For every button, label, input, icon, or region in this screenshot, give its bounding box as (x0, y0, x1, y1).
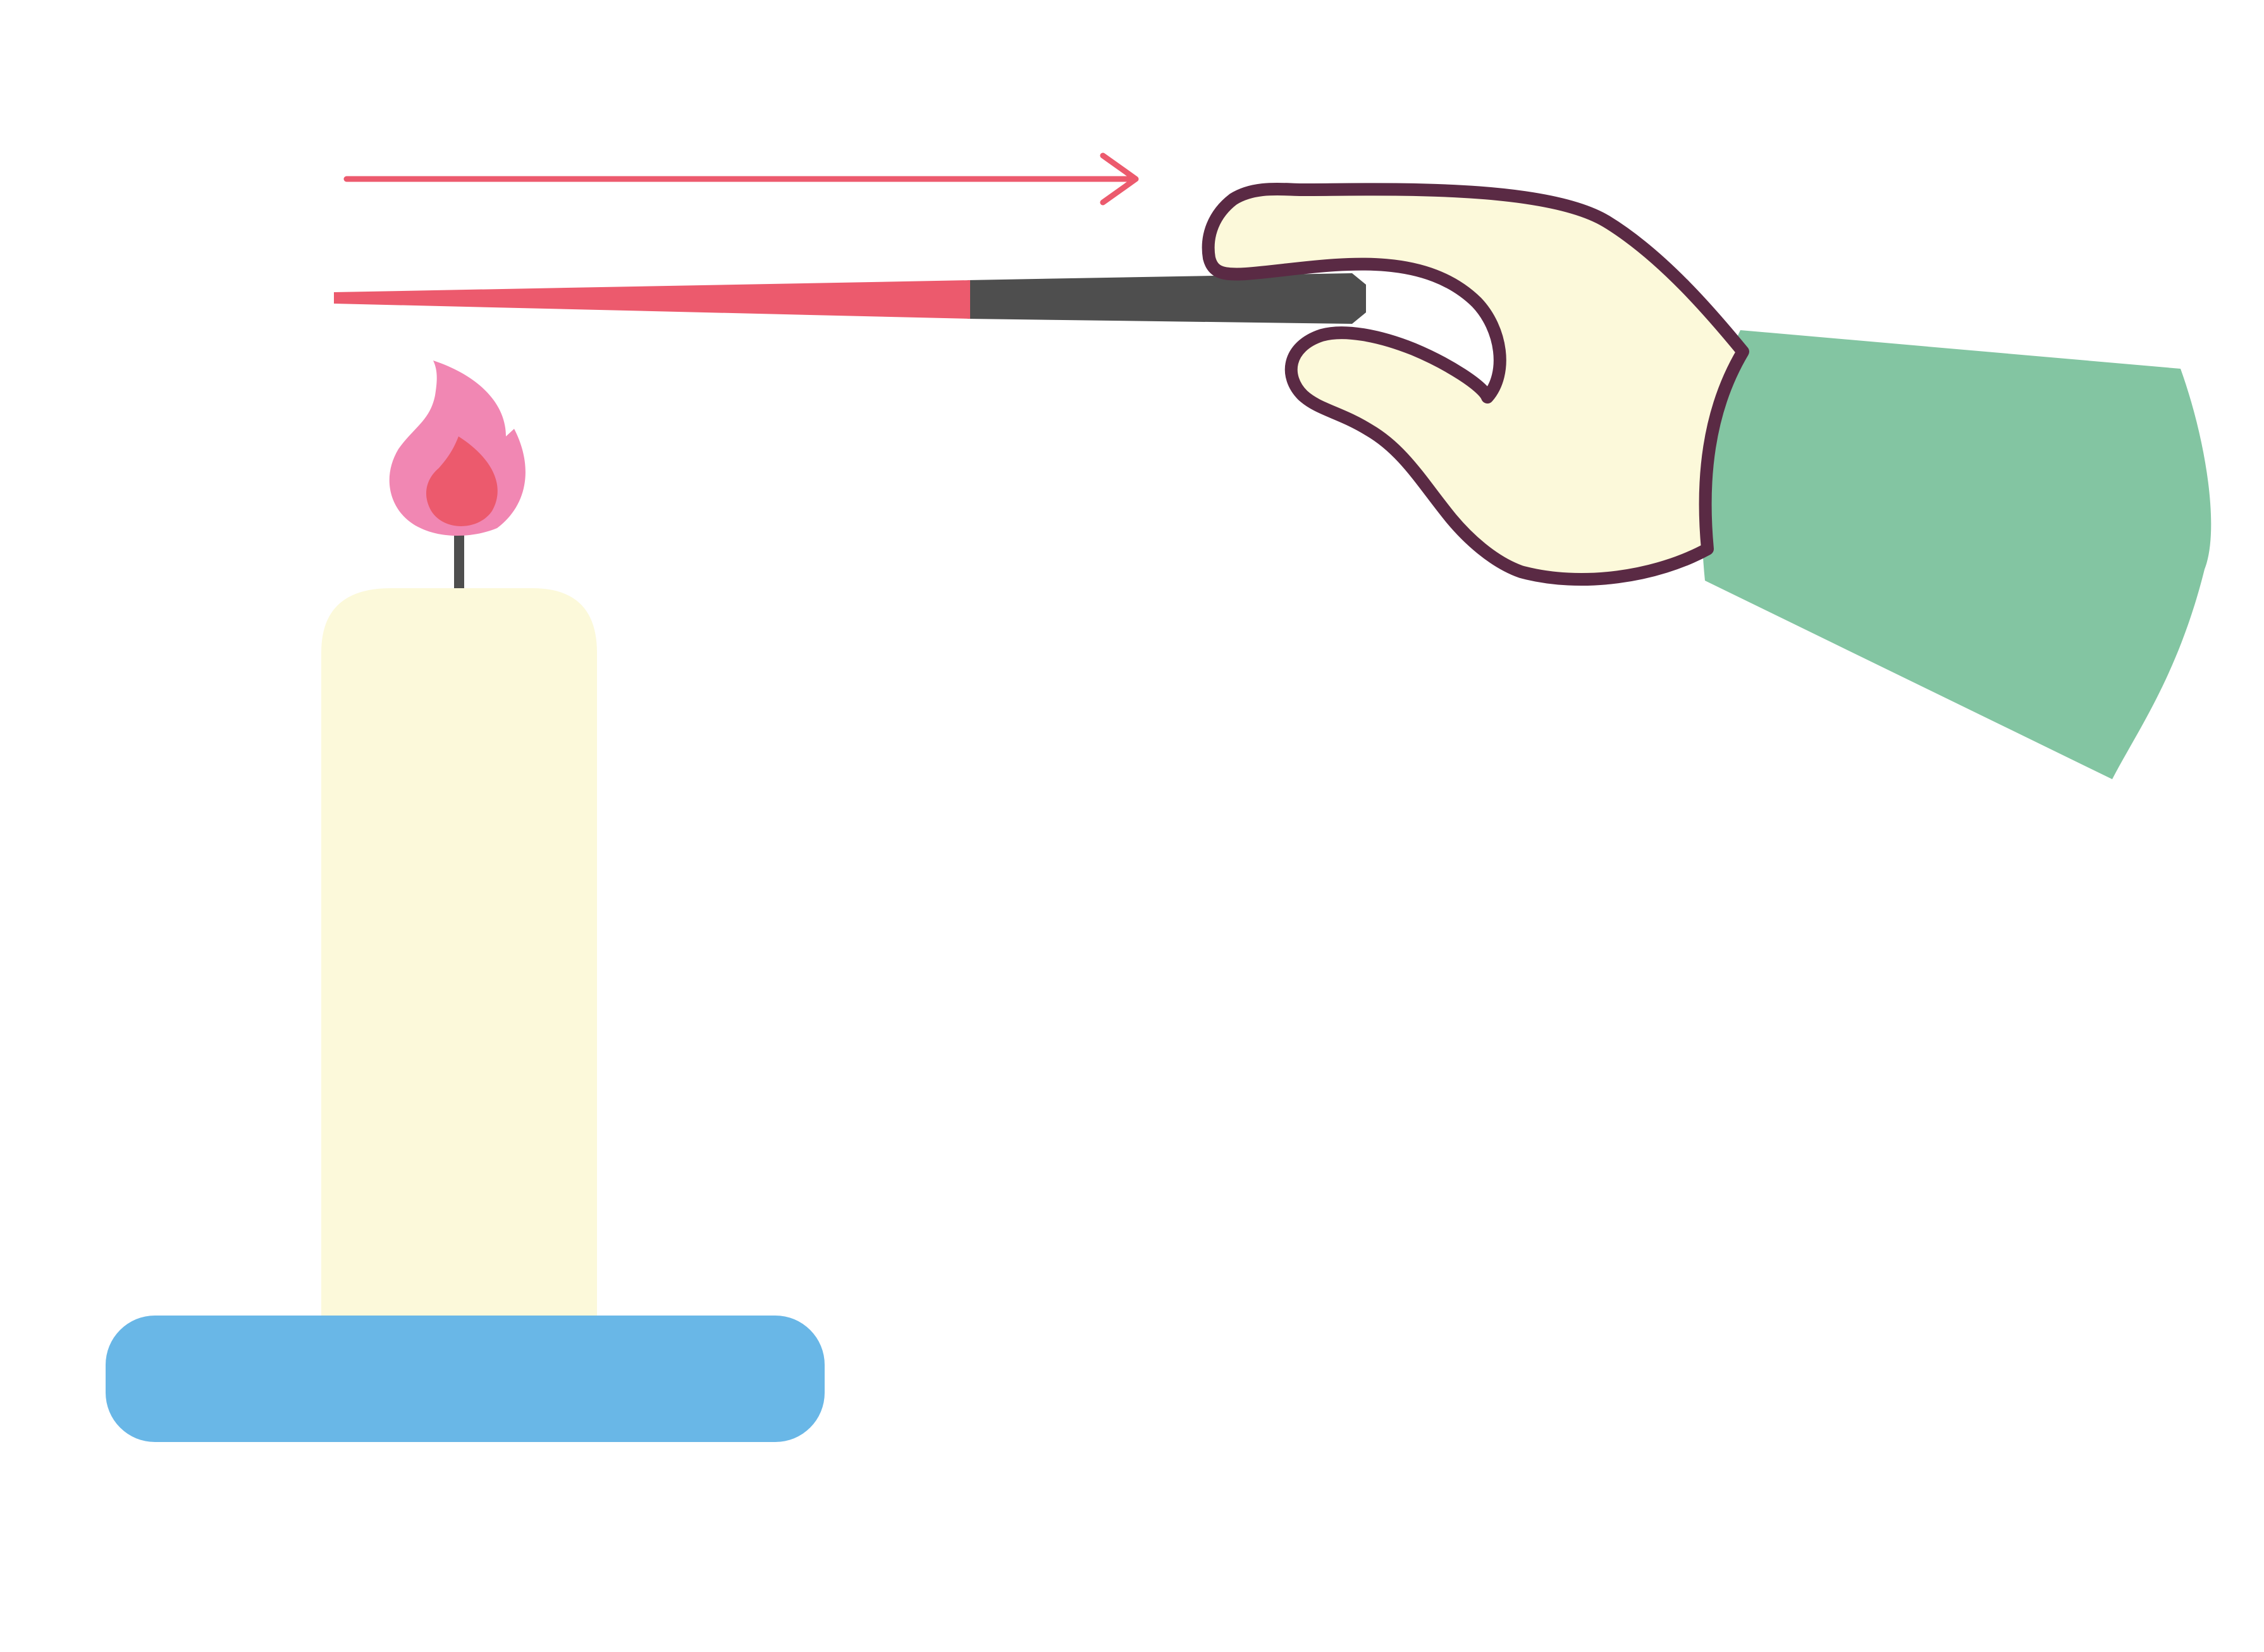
stick (334, 273, 1366, 324)
flame-inner (426, 436, 498, 526)
candle-wick (454, 531, 464, 595)
stick-body (968, 273, 1366, 324)
sleeve (1702, 330, 2212, 779)
candle-body (321, 588, 597, 1319)
stick-hot-tip (334, 280, 970, 319)
arrow-head (1100, 152, 1139, 206)
arrow-right-icon (343, 152, 1139, 206)
hand-palm (1202, 182, 1749, 586)
flame-icon (389, 361, 526, 536)
candle-holder (106, 1316, 825, 1442)
hand (1202, 182, 1749, 586)
